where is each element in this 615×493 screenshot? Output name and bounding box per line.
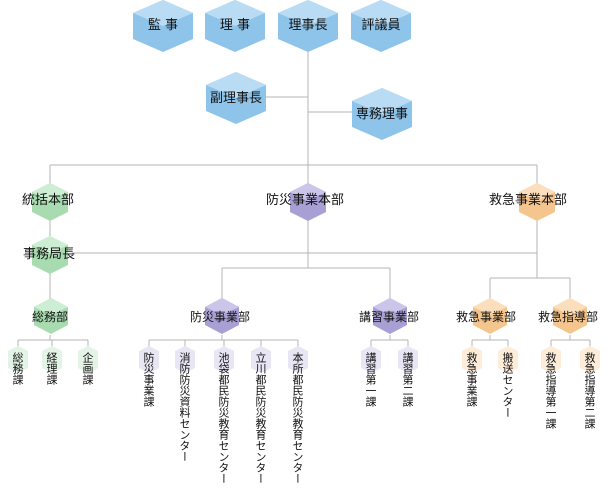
koshu-dept-label: 講習事業部 [359, 310, 420, 324]
node-label: 専務理事 [355, 107, 408, 122]
section-somu-ka: 総務課 [11, 352, 24, 385]
node-label: 評議員 [361, 18, 401, 33]
section-shido-2: 救急指導第二課 [583, 352, 596, 429]
shido-dept-label: 救急指導部 [538, 310, 599, 324]
hexagon-shape [206, 72, 266, 124]
section-kikaku-ka: 企画課 [81, 352, 94, 385]
node-label: 理 事 [219, 18, 251, 33]
node-kansa: 監 事 [133, 0, 193, 52]
section-koshu-2: 講習第二課 [401, 352, 414, 407]
hexagon-shape [519, 183, 555, 221]
node-hyogiin: 評議員 [351, 0, 411, 52]
hexagon-shape [205, 0, 265, 52]
hexagon-shape [34, 298, 68, 334]
node-koshu-dept [373, 298, 407, 334]
hexagon-shape [352, 88, 412, 140]
node-label: 監 事 [147, 18, 179, 33]
section-hanso-center: 搬送センター [501, 352, 514, 418]
section-honjo-center: 本所都民防災教育センター [291, 352, 304, 484]
hexagon-shape [373, 298, 407, 334]
hexagon-shape [205, 298, 239, 334]
section-koshu-1: 講習第一課 [364, 352, 377, 407]
node-rijicho: 理事長 [278, 0, 338, 52]
hexagon-shape [278, 0, 338, 52]
bousai-dept-label: 防災事業部 [190, 310, 251, 324]
section-shido-1: 救急指導第一課 [544, 352, 557, 429]
hexagon-shape [473, 298, 507, 334]
section-bousai-jigyo-ka: 防災事業課 [142, 352, 155, 407]
section-shobo-center: 消防防災資料センター [178, 352, 191, 462]
node-riji: 理 事 [205, 0, 265, 52]
bousai-hq-label: 防災事業本部 [266, 193, 345, 208]
hexagon-shape [32, 183, 68, 221]
node-label: 副理事長 [209, 91, 262, 106]
section-tachikawa-center: 立川都民防災教育センター [254, 352, 267, 484]
somu-dept-label: 総務部 [32, 310, 69, 324]
node-bousai-hq [290, 183, 326, 221]
node-somu-dept [34, 298, 68, 334]
section-keiri-ka: 経理課 [45, 352, 58, 385]
section-kyukyu-jigyo-ka: 救急事業課 [465, 352, 478, 407]
node-executive-director: 専務理事 [352, 88, 412, 140]
node-bousai-dept [205, 298, 239, 334]
node-label: 理事長 [288, 18, 328, 33]
section-ikebukuro-center: 池袋都民防災教育センター [217, 352, 230, 484]
hexagon-shape [133, 0, 193, 52]
secretary-general-label: 事務局長 [23, 247, 76, 262]
hexagon-shape [290, 183, 326, 221]
node-secretary-general [32, 236, 68, 274]
tokatsu-hq-label: 統括本部 [22, 193, 75, 208]
kyukyu-hq-label: 救急事業本部 [489, 193, 568, 208]
kyukyu-dept-label: 救急事業部 [456, 310, 517, 324]
node-kyukyu-dept [473, 298, 507, 334]
hexagon-shape [351, 0, 411, 52]
node-kyukyu-hq [519, 183, 555, 221]
hexagon-shape [553, 298, 587, 334]
node-vice-chairman: 副理事長 [206, 72, 266, 124]
node-tokatsu-hq [32, 183, 68, 221]
hexagon-shape [32, 236, 68, 274]
node-shido-dept [553, 298, 587, 334]
